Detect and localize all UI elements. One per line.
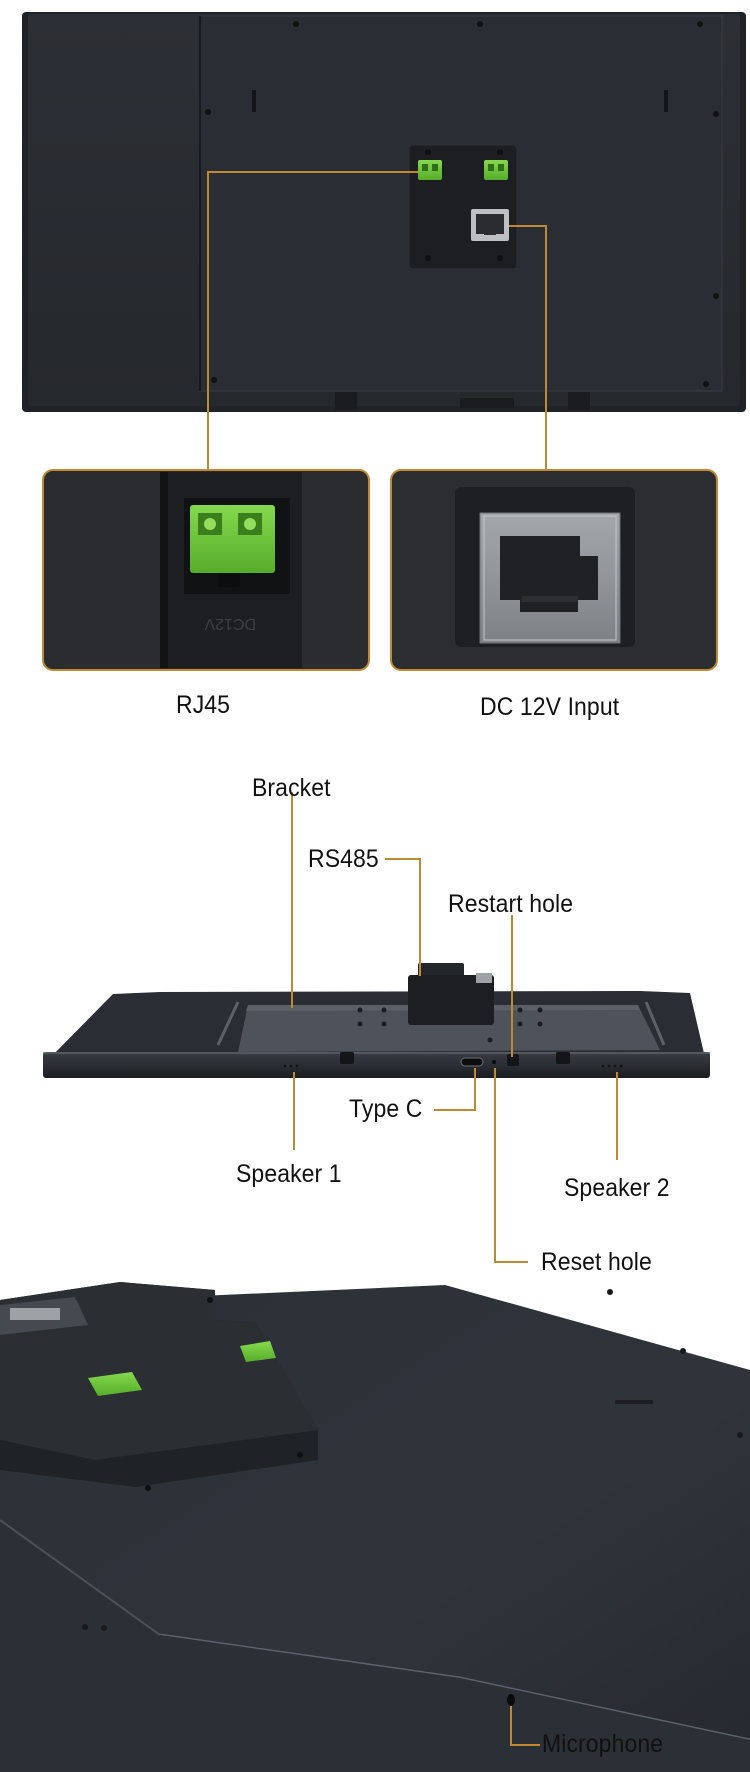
- label-speaker-2: Speaker 2: [564, 1174, 670, 1202]
- label-bracket: Bracket: [252, 774, 331, 802]
- label-rj45: RJ45: [176, 691, 231, 719]
- zoom-box-rj45: [390, 469, 718, 671]
- label-type-c: Type C: [349, 1095, 423, 1123]
- panel-back-view: [22, 12, 746, 412]
- label-speaker-1: Speaker 1: [236, 1160, 342, 1188]
- panel-side-view: [43, 963, 710, 1078]
- label-dc-input: DC 12V Input: [480, 693, 620, 721]
- label-rs485: RS485: [308, 845, 379, 873]
- callout-line-microphone: [510, 1706, 540, 1746]
- label-reset-hole: Reset hole: [541, 1248, 652, 1276]
- label-microphone: Microphone: [542, 1730, 664, 1758]
- zoom-box-terminal: DC12V: [42, 469, 370, 671]
- callout-lines-top: [207, 171, 547, 470]
- callout-lines-middle: [291, 792, 618, 1263]
- label-restart-hole: Restart hole: [448, 890, 574, 918]
- dc12v-engraving: DC12V: [204, 615, 256, 632]
- panel-perspective-view: [0, 1282, 750, 1772]
